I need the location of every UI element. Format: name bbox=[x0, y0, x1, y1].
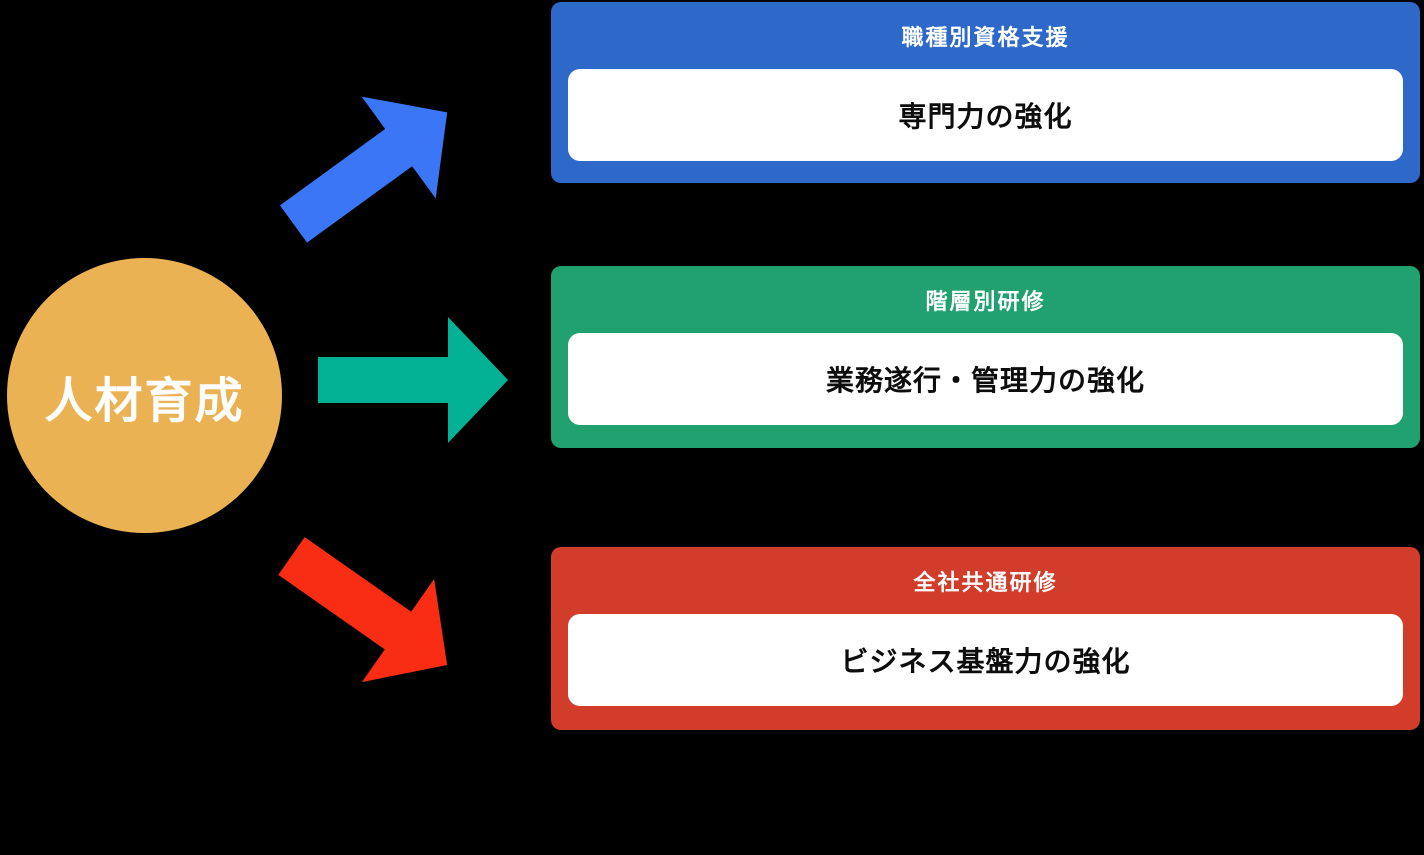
branch-body: 業務遂行・管理力の強化 bbox=[568, 333, 1403, 425]
branch-header: 階層別研修 bbox=[925, 288, 1046, 314]
arrow-right-icon bbox=[318, 317, 508, 443]
source-circle: 人材育成 bbox=[7, 258, 282, 533]
branch-header: 全社共通研修 bbox=[913, 569, 1058, 595]
branch-box-tiered-training: 階層別研修 業務遂行・管理力の強化 bbox=[551, 266, 1420, 448]
source-label: 人材育成 bbox=[44, 374, 245, 428]
arrow-down-right-icon bbox=[278, 537, 448, 683]
branch-body: 専門力の強化 bbox=[568, 69, 1403, 161]
branch-box-companywide-training: 全社共通研修 ビジネス基盤力の強化 bbox=[551, 547, 1420, 730]
branch-body: ビジネス基盤力の強化 bbox=[568, 614, 1403, 706]
branch-header: 職種別資格支援 bbox=[901, 24, 1070, 50]
branch-box-qualification-support: 職種別資格支援 専門力の強化 bbox=[551, 2, 1420, 183]
arrow-up-right-icon bbox=[279, 96, 448, 243]
